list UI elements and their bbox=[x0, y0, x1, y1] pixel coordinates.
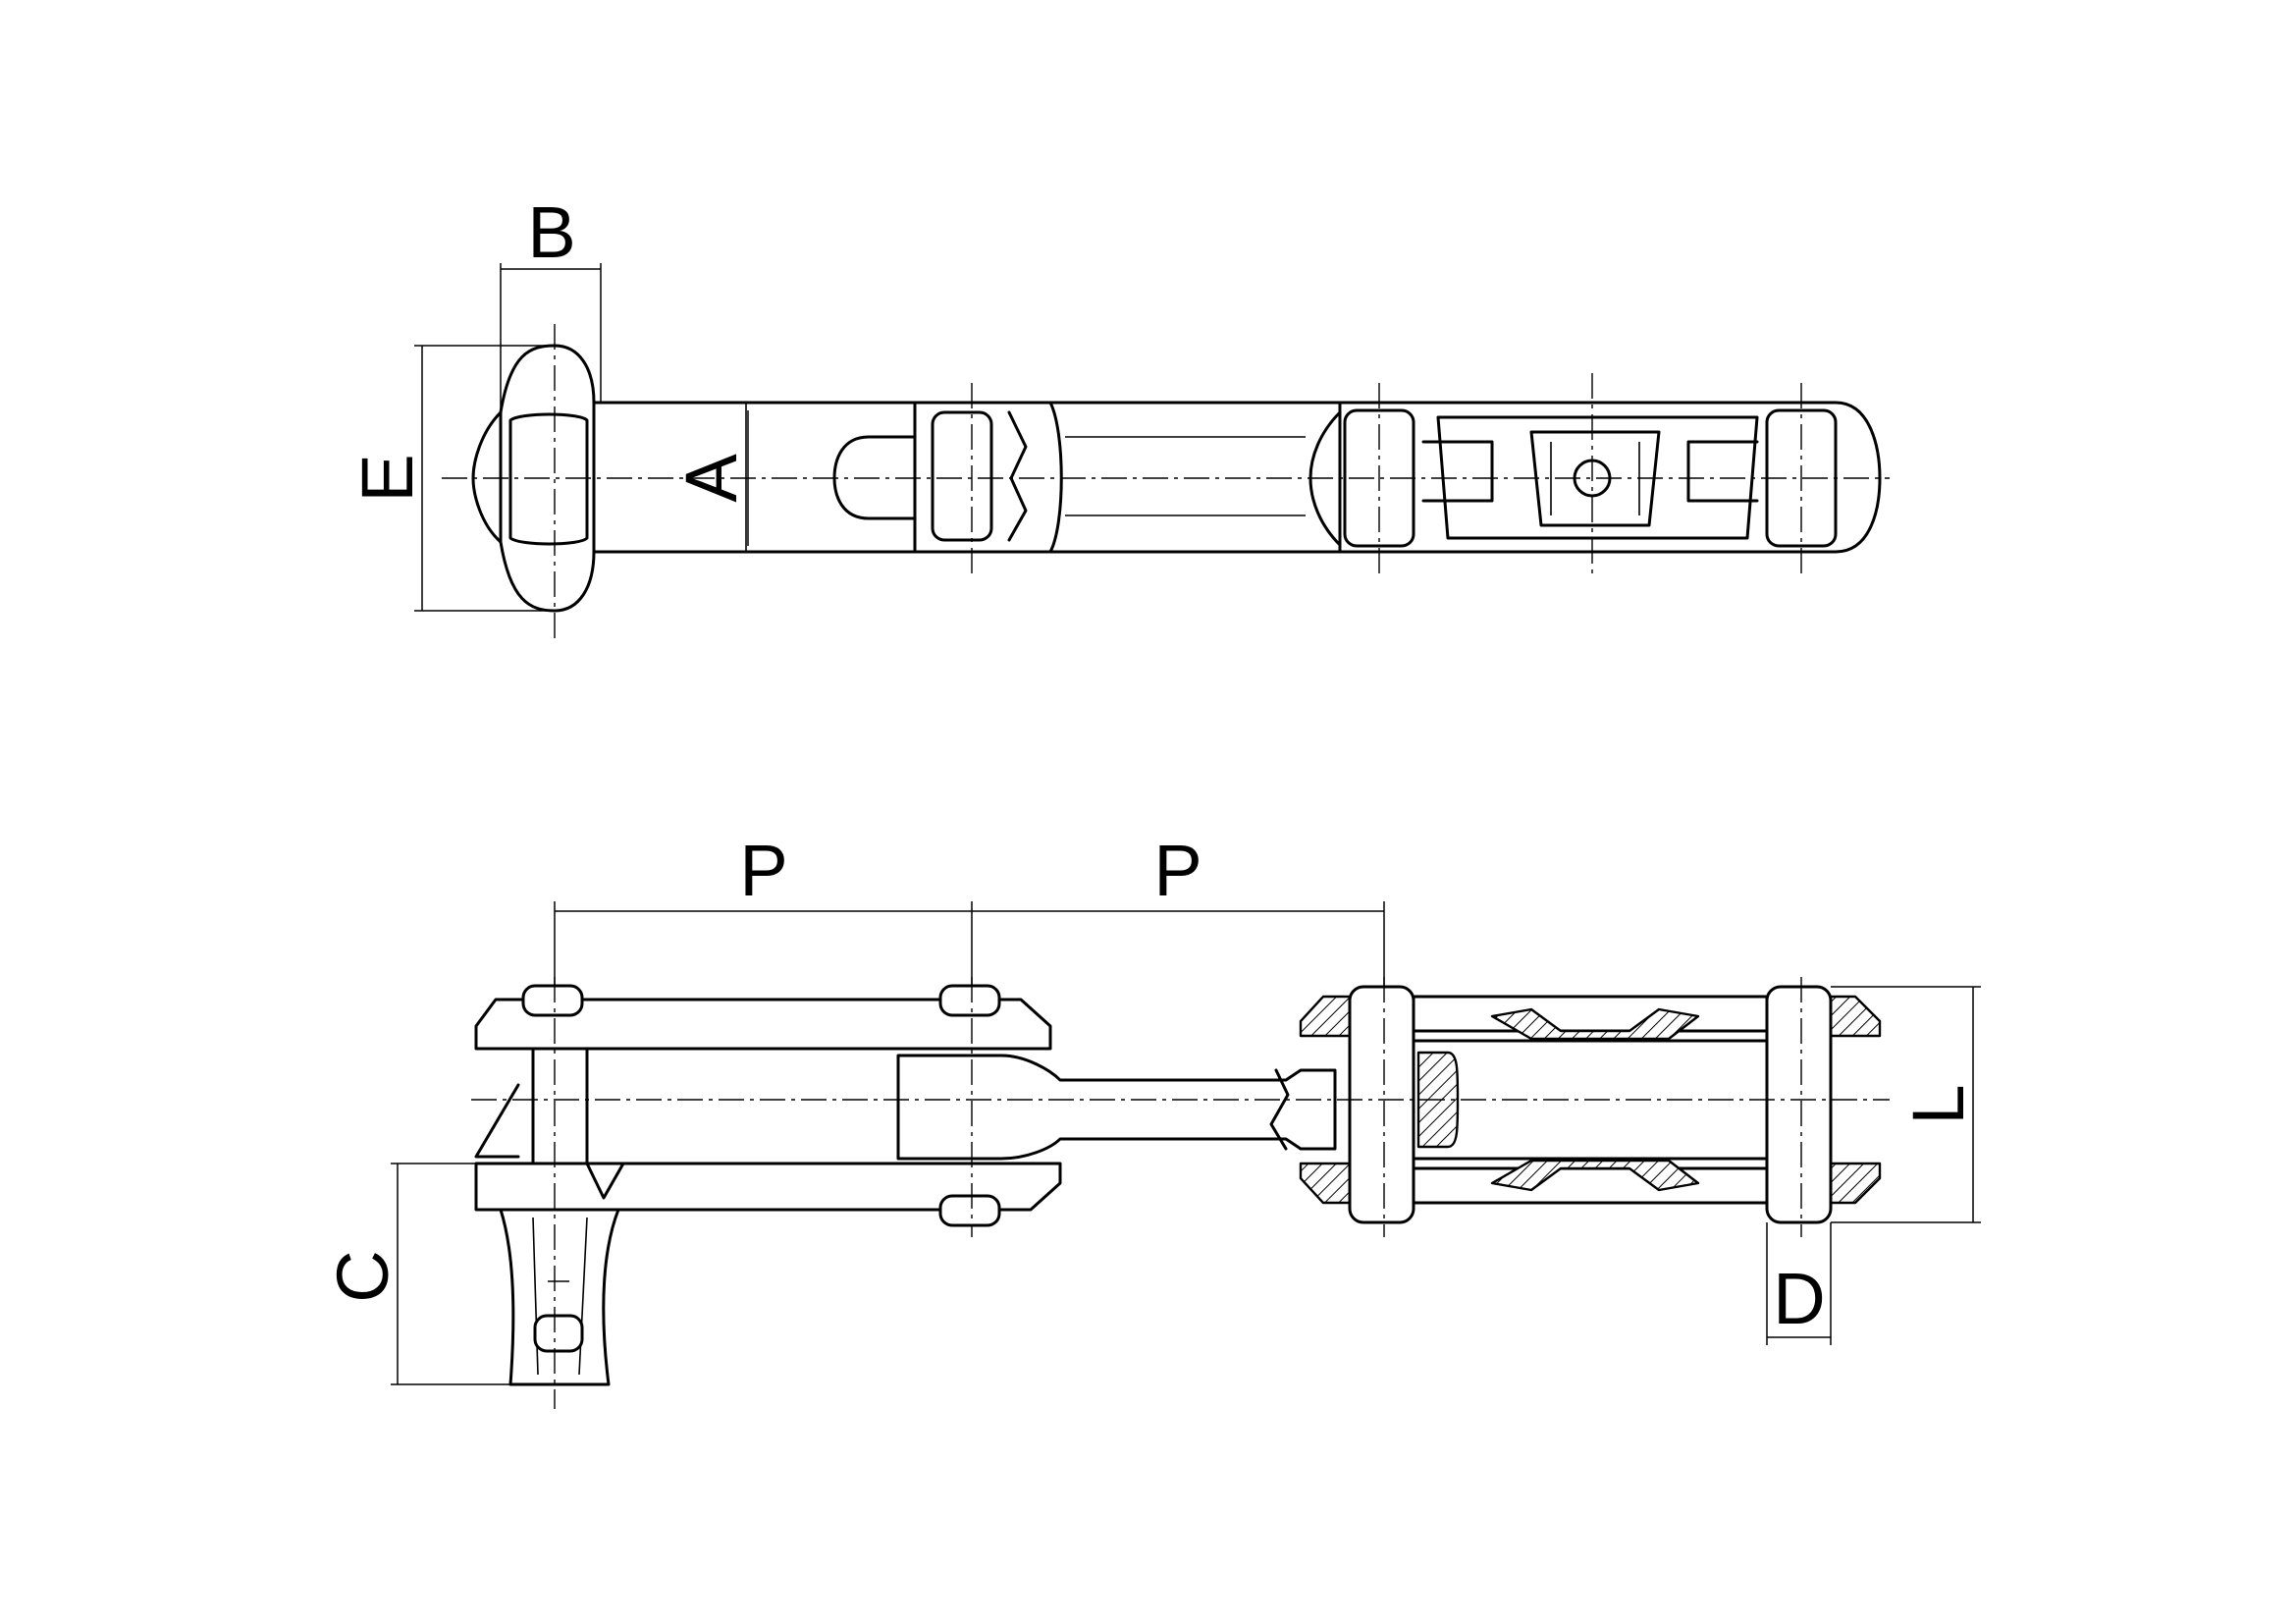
side-left-pin-body bbox=[531, 1047, 589, 1165]
dim-p2-label: P bbox=[1153, 830, 1201, 911]
dim-p1-label: P bbox=[739, 830, 787, 911]
top-right-inner-right bbox=[1686, 440, 1759, 503]
side-break-line bbox=[1269, 1068, 1290, 1151]
side-upper-pin-head-2 bbox=[938, 984, 1001, 1017]
side-upper-pin-head-1 bbox=[521, 984, 584, 1017]
side-cone-line-right bbox=[578, 1217, 588, 1376]
side-right-pin-2 bbox=[1765, 985, 1833, 1224]
top-left-head-inner bbox=[508, 412, 589, 546]
dim-a-label: A bbox=[670, 454, 752, 503]
side-right-hatch-ll bbox=[1299, 1162, 1352, 1205]
top-view: B E A bbox=[347, 191, 1890, 638]
side-right-hatch-ur bbox=[1829, 995, 1882, 1038]
side-left-lower-plate bbox=[474, 1162, 1062, 1212]
dim-b-label: B bbox=[527, 191, 575, 273]
dim-d-label: D bbox=[1773, 1258, 1825, 1339]
top-right-frame bbox=[1436, 415, 1759, 540]
side-lower-pin-head-2 bbox=[938, 1194, 1001, 1227]
top-right-center-block bbox=[1529, 430, 1661, 527]
side-view: P P C L D bbox=[322, 830, 1981, 1409]
dim-e-label: E bbox=[347, 454, 428, 502]
dim-l-label: L bbox=[1897, 1084, 1979, 1124]
side-hanging-cone bbox=[499, 1208, 620, 1386]
side-left-upper-plate bbox=[474, 998, 1052, 1051]
side-left-bracket bbox=[474, 1083, 520, 1159]
side-right-pin-1 bbox=[1348, 985, 1415, 1224]
side-right-lower-frame bbox=[1412, 1166, 1769, 1205]
side-connecting-link bbox=[896, 1054, 1337, 1161]
side-right-upper-frame bbox=[1412, 995, 1769, 1033]
side-cone-slot bbox=[533, 1314, 584, 1353]
top-left-head-cap bbox=[471, 410, 503, 544]
side-right-hatch-lr bbox=[1829, 1162, 1882, 1205]
side-right-hatch-ul bbox=[1299, 995, 1352, 1038]
side-left-notch bbox=[585, 1162, 625, 1200]
top-right-inner-left bbox=[1421, 440, 1494, 503]
top-barrel-1-pin bbox=[931, 410, 993, 542]
side-cone-line-left bbox=[532, 1217, 539, 1376]
side-right-lower-insert bbox=[1490, 1159, 1700, 1192]
side-right-upper-insert bbox=[1490, 1007, 1700, 1041]
dim-c-label: C bbox=[322, 1250, 403, 1302]
